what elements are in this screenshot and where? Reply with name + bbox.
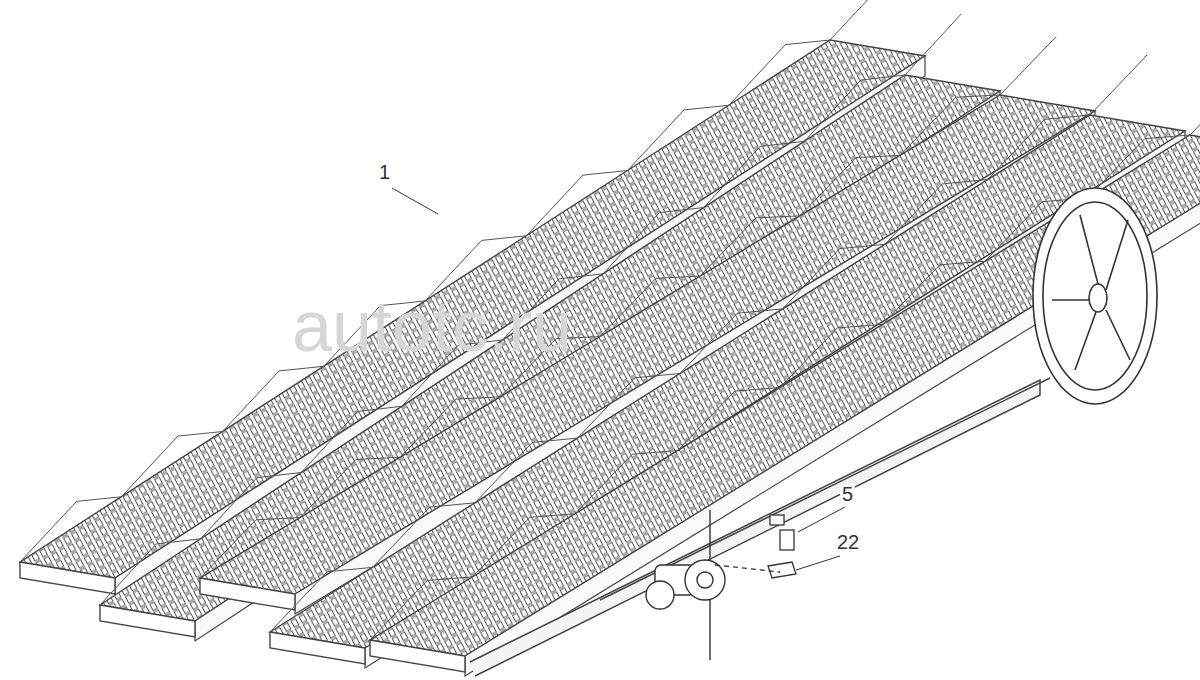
grate-band <box>370 135 1200 656</box>
snout-front <box>100 605 195 637</box>
snout-front <box>200 578 295 610</box>
frame <box>470 378 1050 676</box>
side-wall <box>465 151 1200 676</box>
gearbox <box>646 510 725 660</box>
wheel <box>1033 188 1157 404</box>
callout-number: 5 <box>840 484 855 504</box>
snout-front <box>20 562 115 594</box>
callout-number: 1 <box>377 162 392 182</box>
snout-front <box>270 632 365 664</box>
row-units <box>20 0 1200 676</box>
leader-lines <box>392 188 845 570</box>
grate-band <box>270 115 1185 648</box>
snout-front <box>370 640 465 672</box>
callout-number: 22 <box>835 532 861 552</box>
sensor-parts <box>715 515 796 578</box>
watermark: autotc.ru <box>290 290 574 362</box>
